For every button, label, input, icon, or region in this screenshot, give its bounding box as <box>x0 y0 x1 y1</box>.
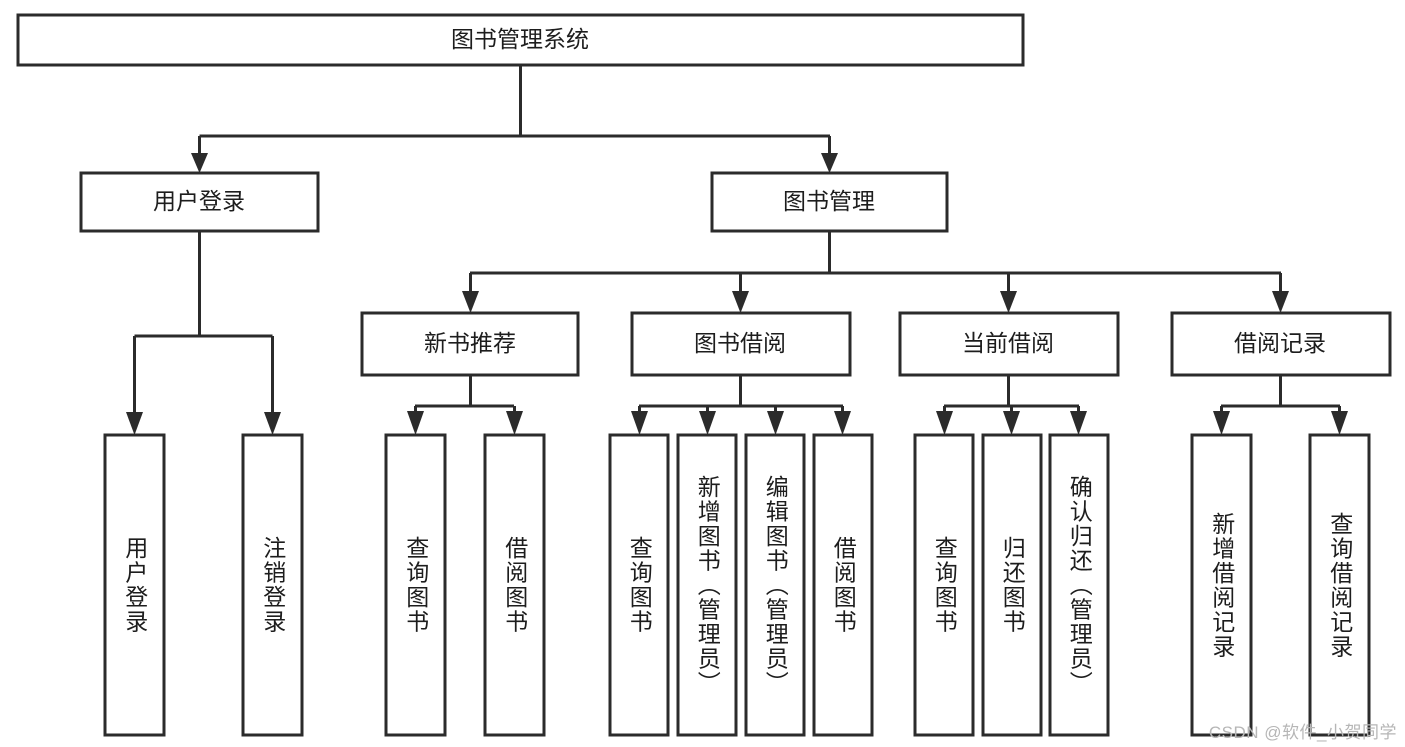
csdn-watermark: CSDN @软件_小贺同学 <box>1208 723 1397 742</box>
connector-user-login-to-leaves <box>126 231 281 435</box>
node-box-book-mgmt[interactable] <box>710 171 949 233</box>
node-box-new-book-rec[interactable] <box>360 311 580 377</box>
leaf-box[interactable] <box>608 433 670 737</box>
node-label-borrow-record: 借阅记录 <box>1234 330 1326 356</box>
leaf-box[interactable] <box>483 433 546 737</box>
leaf-box[interactable] <box>1048 433 1110 737</box>
leaf-box[interactable] <box>744 433 806 737</box>
node-label-book-mgmt: 图书管理 <box>783 188 875 214</box>
node-label-new-book-rec: 新书推荐 <box>424 330 516 356</box>
leaf-box[interactable] <box>812 433 874 737</box>
node-box-root[interactable] <box>16 13 1025 67</box>
connector-book-mgmt-to-level3 <box>462 231 1289 313</box>
node-box-current-borrow[interactable] <box>898 311 1120 377</box>
leaf-box[interactable] <box>103 433 166 737</box>
node-box-borrow-record[interactable] <box>1170 311 1392 377</box>
connector-current-borrow-to-leaves <box>936 375 1087 435</box>
leaf-box[interactable] <box>981 433 1043 737</box>
leaf-box[interactable] <box>913 433 975 737</box>
leaf-box[interactable] <box>1190 433 1253 737</box>
leaf-box[interactable] <box>676 433 738 737</box>
connector-new-book-rec-to-leaves <box>407 375 523 435</box>
leaf-box[interactable] <box>1308 433 1371 737</box>
connector-borrow-record-to-leaves <box>1213 375 1348 435</box>
node-label-user-login: 用户登录 <box>153 188 245 214</box>
node-box-user-login[interactable] <box>79 171 320 233</box>
node-label-current-borrow: 当前借阅 <box>962 330 1054 356</box>
leaf-box[interactable] <box>241 433 304 737</box>
node-box-book-borrow[interactable] <box>630 311 852 377</box>
connector-root-to-level2 <box>191 65 838 173</box>
node-label-root: 图书管理系统 <box>451 26 589 52</box>
connector-book-borrow-to-leaves <box>631 375 851 435</box>
node-label-book-borrow: 图书借阅 <box>694 330 786 356</box>
leaf-box[interactable] <box>384 433 447 737</box>
